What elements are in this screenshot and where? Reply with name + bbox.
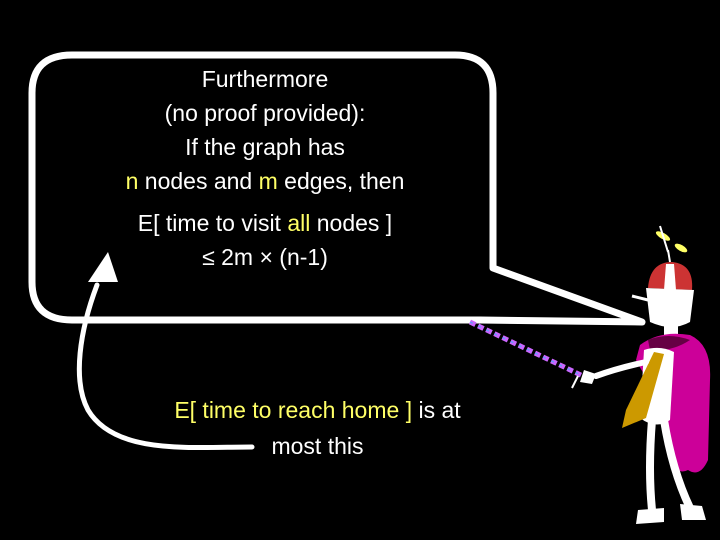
bubble-line-5: E[ time to visit all nodes ] — [137, 210, 393, 236]
bubble-line-4: n nodes and m edges, then — [125, 168, 405, 194]
var-n: n — [125, 168, 139, 194]
speech-bubble — [28, 51, 646, 326]
bubble-text: Furthermore (no proof provided): If the … — [40, 62, 490, 274]
bubble-line-1: Furthermore — [201, 66, 329, 92]
var-m: m — [258, 168, 278, 194]
caption-line-1: E[ time to reach home ] is at — [174, 397, 461, 423]
caption-line-2: most this — [271, 433, 364, 459]
caption: E[ time to reach home ] is at most this — [130, 392, 505, 464]
arrow-head-icon — [88, 252, 118, 282]
professor-character — [571, 225, 711, 524]
caption-highlight: E[ time to reach home ] — [174, 397, 413, 423]
word-all: all — [287, 210, 311, 236]
curved-arrow — [76, 282, 255, 451]
bubble-line-6: ≤ 2m × (n-1) — [202, 244, 328, 270]
bubble-line-3: If the graph has — [185, 134, 345, 160]
bubble-line-2: (no proof provided): — [164, 100, 366, 126]
